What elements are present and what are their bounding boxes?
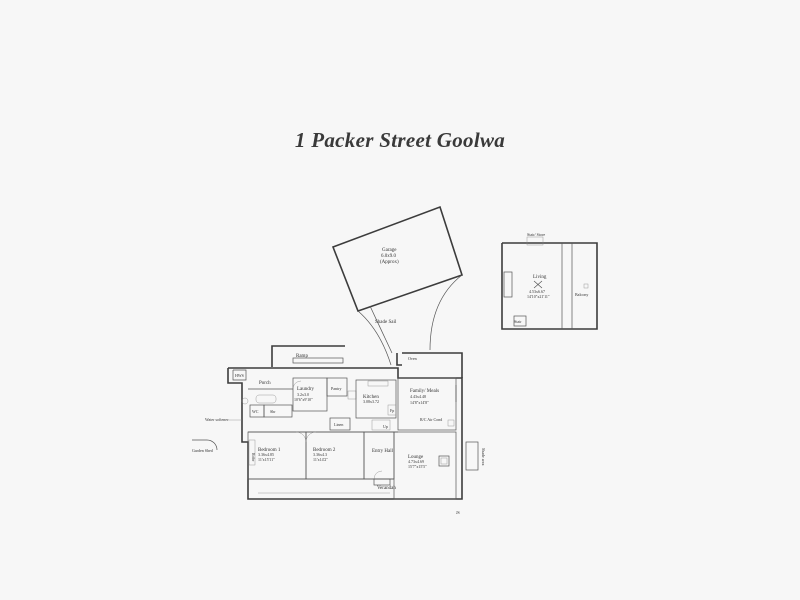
garage-label: Garage xyxy=(382,248,397,253)
verandah-label: Verandah xyxy=(377,486,396,491)
pantry-label: Pantry xyxy=(331,386,341,391)
lounge-metric: 4.73x4.69 xyxy=(408,459,424,464)
wc-label: WC xyxy=(252,409,259,414)
upper-stair-down-label: Stair xyxy=(514,319,522,324)
garage-note: (Approx) xyxy=(380,260,399,265)
porch-label: Porch xyxy=(259,381,271,386)
kitchen-metric: 3.08x3.72 xyxy=(363,399,379,404)
fireplace-label: Fp xyxy=(390,408,394,413)
bedroom1-imperial: 11'x15'11" xyxy=(258,457,275,462)
bedroom2-imperial: 11'x14'2" xyxy=(313,457,328,462)
laundry-metric: 3.2x3.0 xyxy=(297,392,309,397)
upper-stair-label: Stair/ Store xyxy=(527,232,545,237)
ramp-label: Ramp xyxy=(296,354,308,359)
garage-size: 6.0x9.0 xyxy=(381,254,397,259)
main-house: HWS Porch Laundry 3.2x3.0 10'6"x9'10" Pa… xyxy=(192,367,486,515)
bedroom1-label: Bedroom 1 xyxy=(258,448,281,453)
robe-label: Robe xyxy=(251,453,256,462)
bedroom1-metric: 3.36x4.85 xyxy=(258,452,274,457)
linen-label: Linen xyxy=(334,422,343,427)
family-meals-metric: 4.43x4.48 xyxy=(410,394,426,399)
bedroom2-metric: 3.36x4.3 xyxy=(313,452,327,457)
upper-living-metric: 4.53x6.67 xyxy=(529,289,545,294)
garden-shed-label: Garden Shed xyxy=(192,448,213,453)
hws-label: HWS xyxy=(235,373,244,378)
signature: JS xyxy=(456,510,460,515)
family-meals-label: Family/ Meals xyxy=(410,389,439,394)
entry-hall-label: Entry Hall xyxy=(372,449,394,454)
kitchen-label: Kitchen xyxy=(363,395,379,400)
laundry-label: Laundry xyxy=(297,387,314,392)
family-meals-imperial: 14'8"x14'8" xyxy=(410,400,429,405)
ramp-area: Ramp Oven xyxy=(271,345,463,378)
upper-living-imperial: 14'10"x21'11" xyxy=(527,294,550,299)
shade-sail: Shade Sail xyxy=(357,274,463,366)
bedroom2-label: Bedroom 2 xyxy=(313,448,336,453)
water-softener-label: Water softener xyxy=(205,417,229,422)
laundry-imperial: 10'6"x9'10" xyxy=(294,397,313,402)
plan-title: 1 Packer Street Goolwa xyxy=(294,128,506,152)
stair-up-label: Up xyxy=(383,424,388,429)
balcony-label: Balcony xyxy=(575,292,588,297)
garage: Garage 6.0x9.0 (Approx) xyxy=(331,205,464,313)
oven-label: Oven xyxy=(408,356,417,361)
shower-label: Shr xyxy=(270,409,276,414)
shade-area-label: Shade area xyxy=(481,448,486,466)
shade-sail-label: Shade Sail xyxy=(375,320,397,325)
aircond-label: R/C Air Cond xyxy=(420,417,442,422)
upper-level: Stair/ Store Living 4.53x6.67 14'10"x21'… xyxy=(501,232,598,330)
upper-living-label: Living xyxy=(533,275,547,280)
lounge-label: Lounge xyxy=(408,455,424,460)
lounge-imperial: 15'7"x15'5" xyxy=(408,464,427,469)
